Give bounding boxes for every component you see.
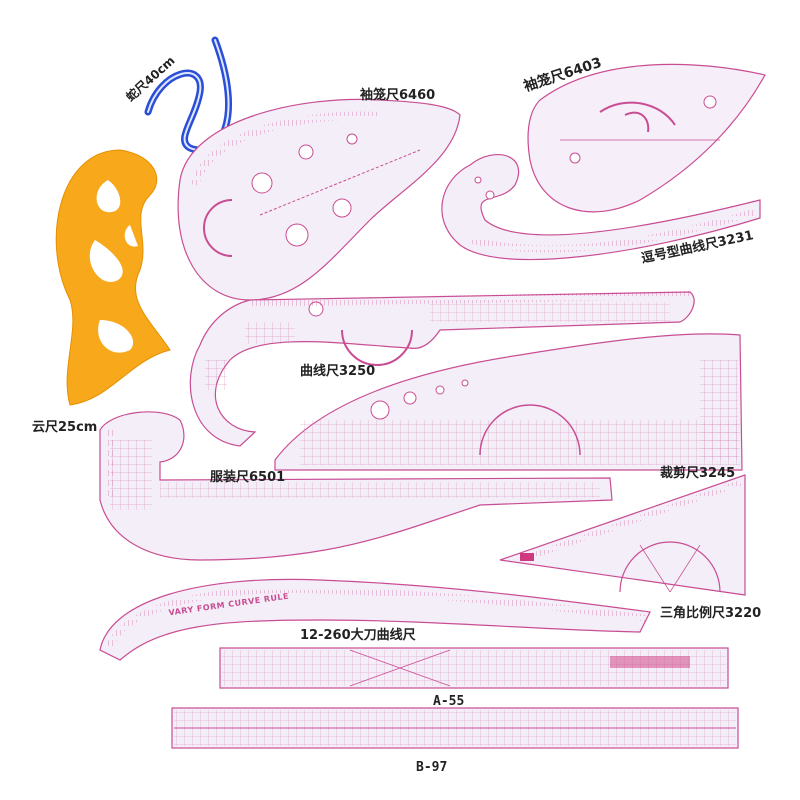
- cutting-ruler-3245: [274, 333, 743, 471]
- label-sleeve-6460: 袖笼尺6460: [360, 88, 436, 103]
- label-garment-6501: 服装尺6501: [210, 470, 286, 485]
- vary-form-curve-ruler: [99, 578, 651, 661]
- label-knife-12-260: 12-260大刀曲线尺: [300, 628, 416, 643]
- cloud-ruler: [55, 149, 171, 406]
- label-b97: B-97: [416, 760, 448, 775]
- ruler-b97: [171, 707, 739, 749]
- garment-ruler-6501: [99, 411, 613, 561]
- sleeve-ruler-6460: [177, 98, 461, 301]
- ruler-a55: [219, 647, 729, 689]
- label-curve-3250: 曲线尺3250: [300, 364, 376, 379]
- sleeve-ruler-6403: [527, 63, 766, 213]
- snake-ruler: [144, 36, 233, 154]
- label-cutting-3245: 裁剪尺3245: [660, 466, 736, 481]
- label-a55: A-55: [433, 694, 465, 709]
- triangle-ruler-3220: [499, 474, 746, 596]
- comma-curve-ruler-3231: [441, 154, 761, 261]
- label-cloud: 云尺25cm: [32, 420, 98, 435]
- curve-ruler-3250: [189, 291, 695, 447]
- label-triangle-3220: 三角比例尺3220: [660, 606, 762, 621]
